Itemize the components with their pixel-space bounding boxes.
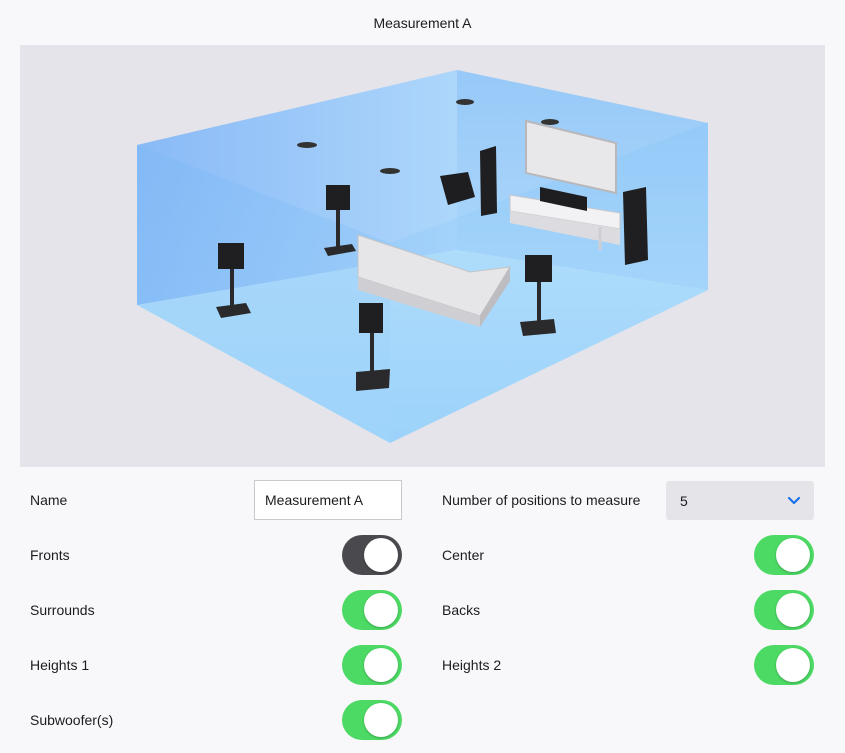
name-label: Name (30, 492, 68, 508)
name-input[interactable] (254, 480, 402, 520)
window-title: Measurement A (373, 14, 472, 31)
backs-toggle[interactable] (754, 590, 814, 630)
surrounds-toggle[interactable] (342, 590, 402, 630)
backs-label: Backs (442, 602, 481, 618)
positions-select[interactable]: 5 (666, 481, 814, 520)
fronts-label: Fronts (30, 547, 70, 563)
heights-1-label: Heights 1 (30, 657, 90, 673)
center-label: Center (442, 547, 485, 563)
toggle-knob (364, 648, 398, 682)
center-toggle[interactable] (754, 535, 814, 575)
heights-2-label: Heights 2 (442, 657, 502, 673)
toggle-knob (364, 593, 398, 627)
positions-select-value: 5 (680, 492, 688, 509)
toggle-knob (776, 593, 810, 627)
subwoofers-label: Subwoofer(s) (30, 712, 114, 728)
positions-label: Number of positions to measure (442, 492, 641, 508)
fronts-toggle[interactable] (342, 535, 402, 575)
room-illustration (20, 45, 825, 467)
toggle-knob (776, 648, 810, 682)
toggle-knob (364, 703, 398, 737)
toggle-knob (776, 538, 810, 572)
toggle-knob (364, 538, 398, 572)
subwoofers-toggle[interactable] (342, 700, 402, 740)
heights-2-toggle[interactable] (754, 645, 814, 685)
chevron-down-icon (787, 496, 801, 505)
surrounds-label: Surrounds (30, 602, 95, 618)
heights-1-toggle[interactable] (342, 645, 402, 685)
